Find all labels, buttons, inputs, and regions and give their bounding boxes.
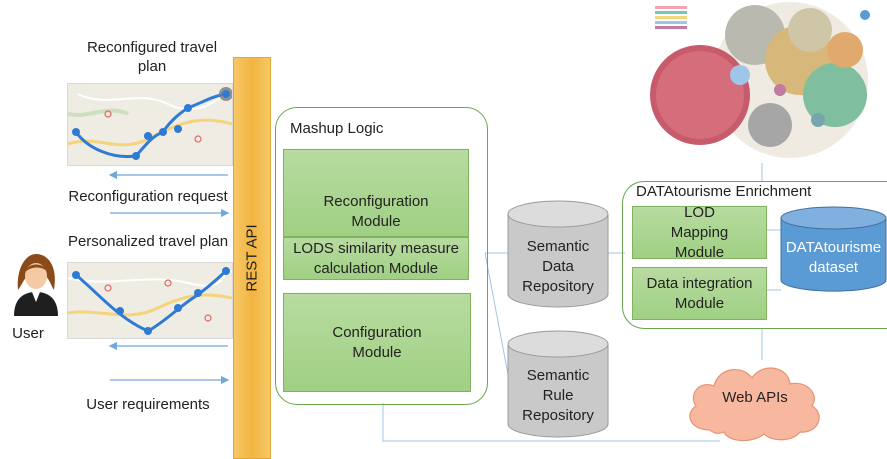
datatourisme-enrichment-title: DATAtourisme Enrichment (636, 183, 812, 200)
configuration-module-label: Configuration Module (332, 323, 422, 361)
reconfiguration-module: Reconfiguration Module (283, 149, 469, 237)
data-integration-label: Data integration Module (646, 274, 753, 312)
rest-api-label: REST API (243, 224, 261, 292)
line-api-web-apis (382, 403, 720, 442)
mashup-logic-panel (275, 107, 488, 405)
web-apis-cloud-icon (689, 367, 820, 442)
lods-similarity-module: LODS similarity measure calculation Modu… (283, 237, 469, 280)
rest-api-bar: REST API (233, 57, 271, 459)
reconfiguration-request-label: Reconfiguration request (68, 188, 228, 205)
reconfiguration-module-label: Reconfiguration Module (323, 193, 429, 230)
linked-data-graph-image (650, 2, 870, 158)
user-label: User (12, 325, 44, 342)
data-integration-module: Data integration Module (632, 267, 767, 320)
semantic-rule-repository-cylinder (507, 330, 609, 438)
semantic-data-repository-label: Semantic Data Repository (507, 237, 609, 297)
dataset-text: DATAtourisme dataset (785, 239, 882, 276)
user-requirements-label: User requirements (86, 396, 210, 413)
semantic-rule-repository-label: Semantic Rule Repository (507, 366, 609, 426)
user-avatar-icon (14, 254, 58, 316)
reconfigured-plan-title: Reconfigured travel plan (86, 39, 218, 75)
mashup-logic-title: Mashup Logic (290, 120, 384, 137)
lod-mapping-label: LOD Mapping Module (670, 203, 729, 261)
route-map-image (68, 84, 232, 165)
semantic-data-repository-cylinder (507, 200, 609, 308)
web-apis-label: Web APIs (722, 389, 788, 406)
reconfigured-route-map (67, 83, 233, 166)
personalized-route-map (67, 262, 233, 339)
rule-repo-text: Semantic Rule Repository (522, 367, 594, 424)
line-mashup-rule-repo (484, 252, 511, 386)
lods-module-label: LODS similarity measure calculation Modu… (293, 239, 459, 277)
lod-mapping-module: LOD Mapping Module (632, 204, 767, 261)
datatourisme-dataset-cylinder (780, 206, 887, 292)
datatourisme-enrichment-panel (622, 181, 887, 329)
datatourisme-dataset-label: DATAtourisme dataset (780, 238, 887, 278)
personalized-plan-title: Personalized travel plan (67, 233, 229, 250)
data-repo-text: Semantic Data Repository (522, 238, 594, 295)
configuration-module: Configuration Module (283, 293, 471, 392)
route-map-image (68, 263, 232, 338)
